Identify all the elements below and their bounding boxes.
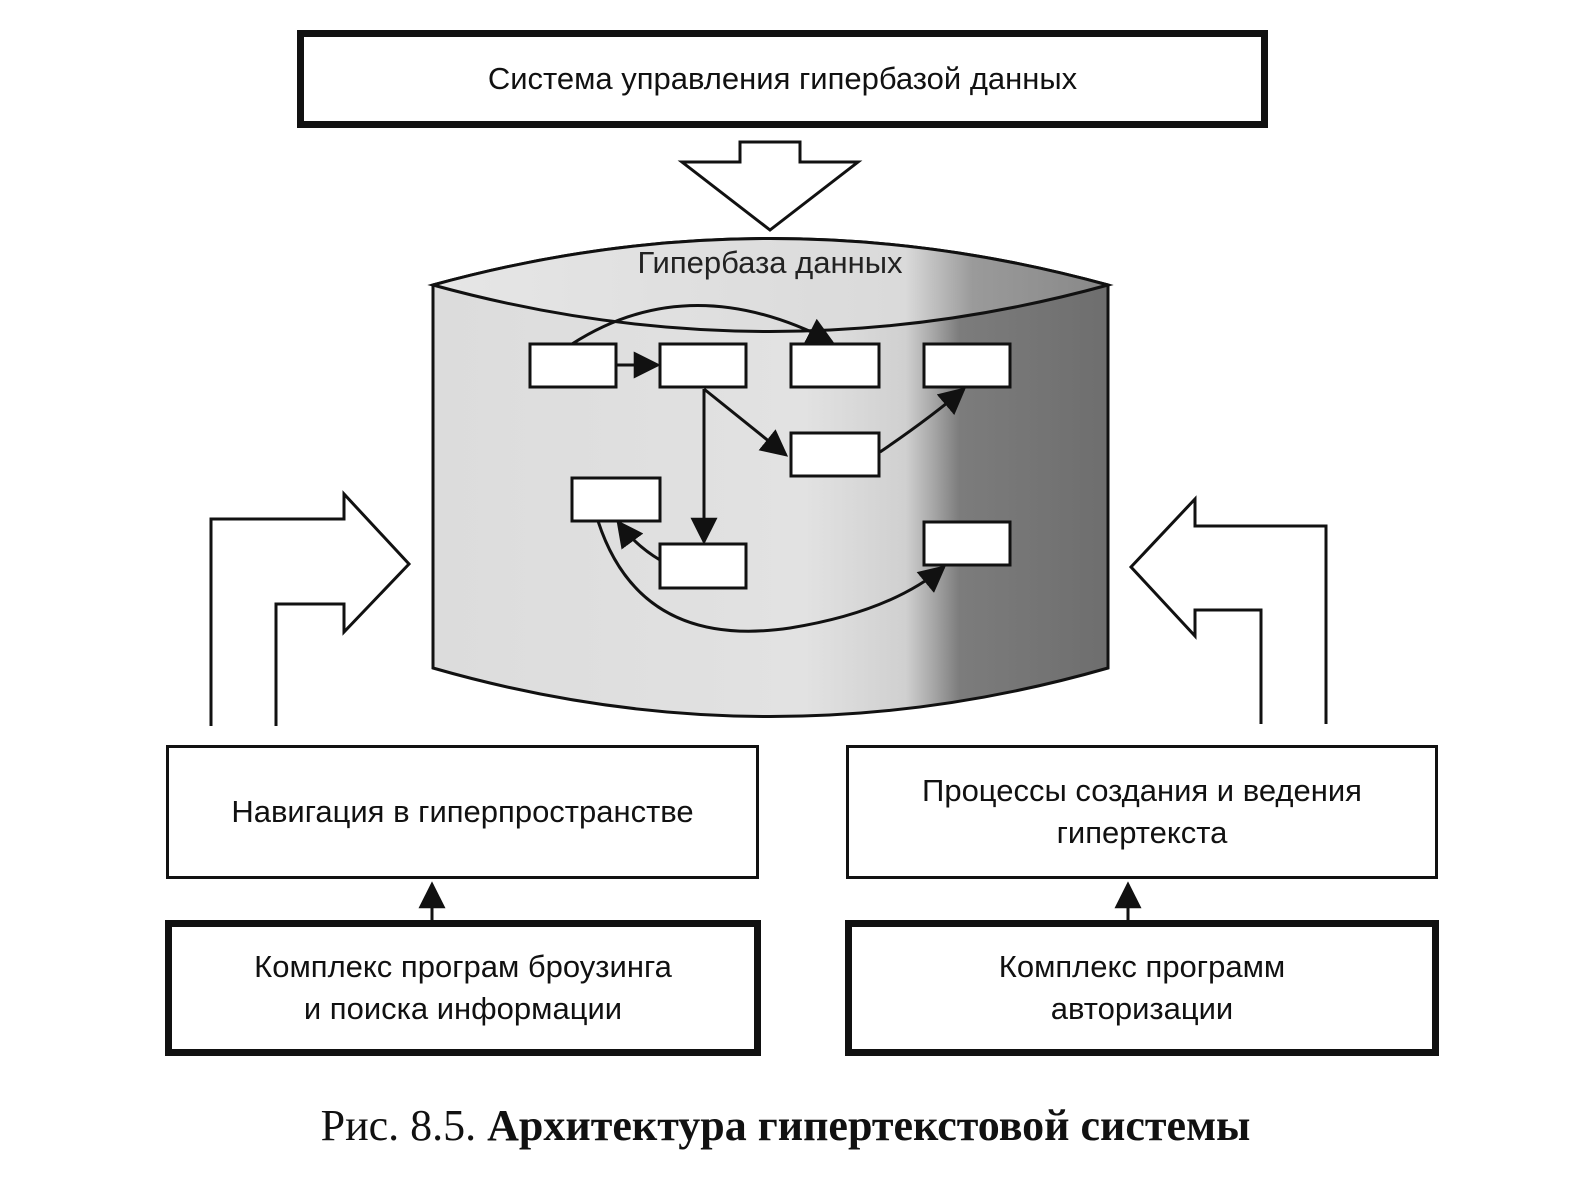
browsing-software-line1: Комплекс програм броузинга [254, 949, 672, 984]
navigation-box: Навигация в гиперпространстве [166, 745, 759, 879]
node-f [570, 476, 662, 523]
link-f-h [596, 520, 947, 633]
authoring-processes-box: Процессы создания и ведения гипертекста [846, 745, 1438, 879]
link-e-d [879, 387, 967, 454]
navigation-label: Навигация в гиперпространстве [231, 794, 694, 829]
browsing-software-box: Комплекс програм броузинга и поиска инфо… [165, 920, 761, 1056]
left-bent-block-arrow [209, 490, 412, 726]
authoring-software-line2: авторизации [1050, 991, 1234, 1026]
link-g-f [616, 519, 661, 562]
dbms-label: Система управления гипербазой данных [487, 61, 1078, 96]
authoring-processes-line2: гипертекста [1056, 815, 1228, 850]
down-block-arrow [677, 140, 863, 232]
node-h [922, 520, 1012, 567]
authoring-processes-line1: Процессы создания и ведения [922, 773, 1362, 808]
hyperbase-label: Гипербаза данных [637, 245, 903, 280]
right-bent-block-arrow [1128, 495, 1328, 724]
authoring-software-line1: Комплекс программ [998, 949, 1286, 984]
figure-number: Рис. 8.5. [320, 1101, 477, 1150]
node-d [922, 342, 1012, 389]
figure-title: Архитектура гипертекстовой системы [487, 1101, 1251, 1150]
node-e [789, 431, 881, 478]
node-b [658, 342, 748, 389]
node-a [528, 342, 618, 389]
dbms-box: Система управления гипербазой данных [297, 30, 1268, 128]
link-b-e [703, 387, 789, 457]
node-c [789, 342, 881, 389]
hypertext-links [571, 304, 967, 633]
authoring-software-box: Комплекс программ авторизации [845, 920, 1439, 1056]
browsing-software-line2: и поиска информации [303, 991, 623, 1026]
figure-caption: Рис. 8.5. Архитектура гипертекстовой сис… [0, 1100, 1571, 1151]
node-g [658, 542, 748, 590]
hyperbase-cylinder [427, 237, 1114, 718]
link-a-c [571, 304, 835, 346]
